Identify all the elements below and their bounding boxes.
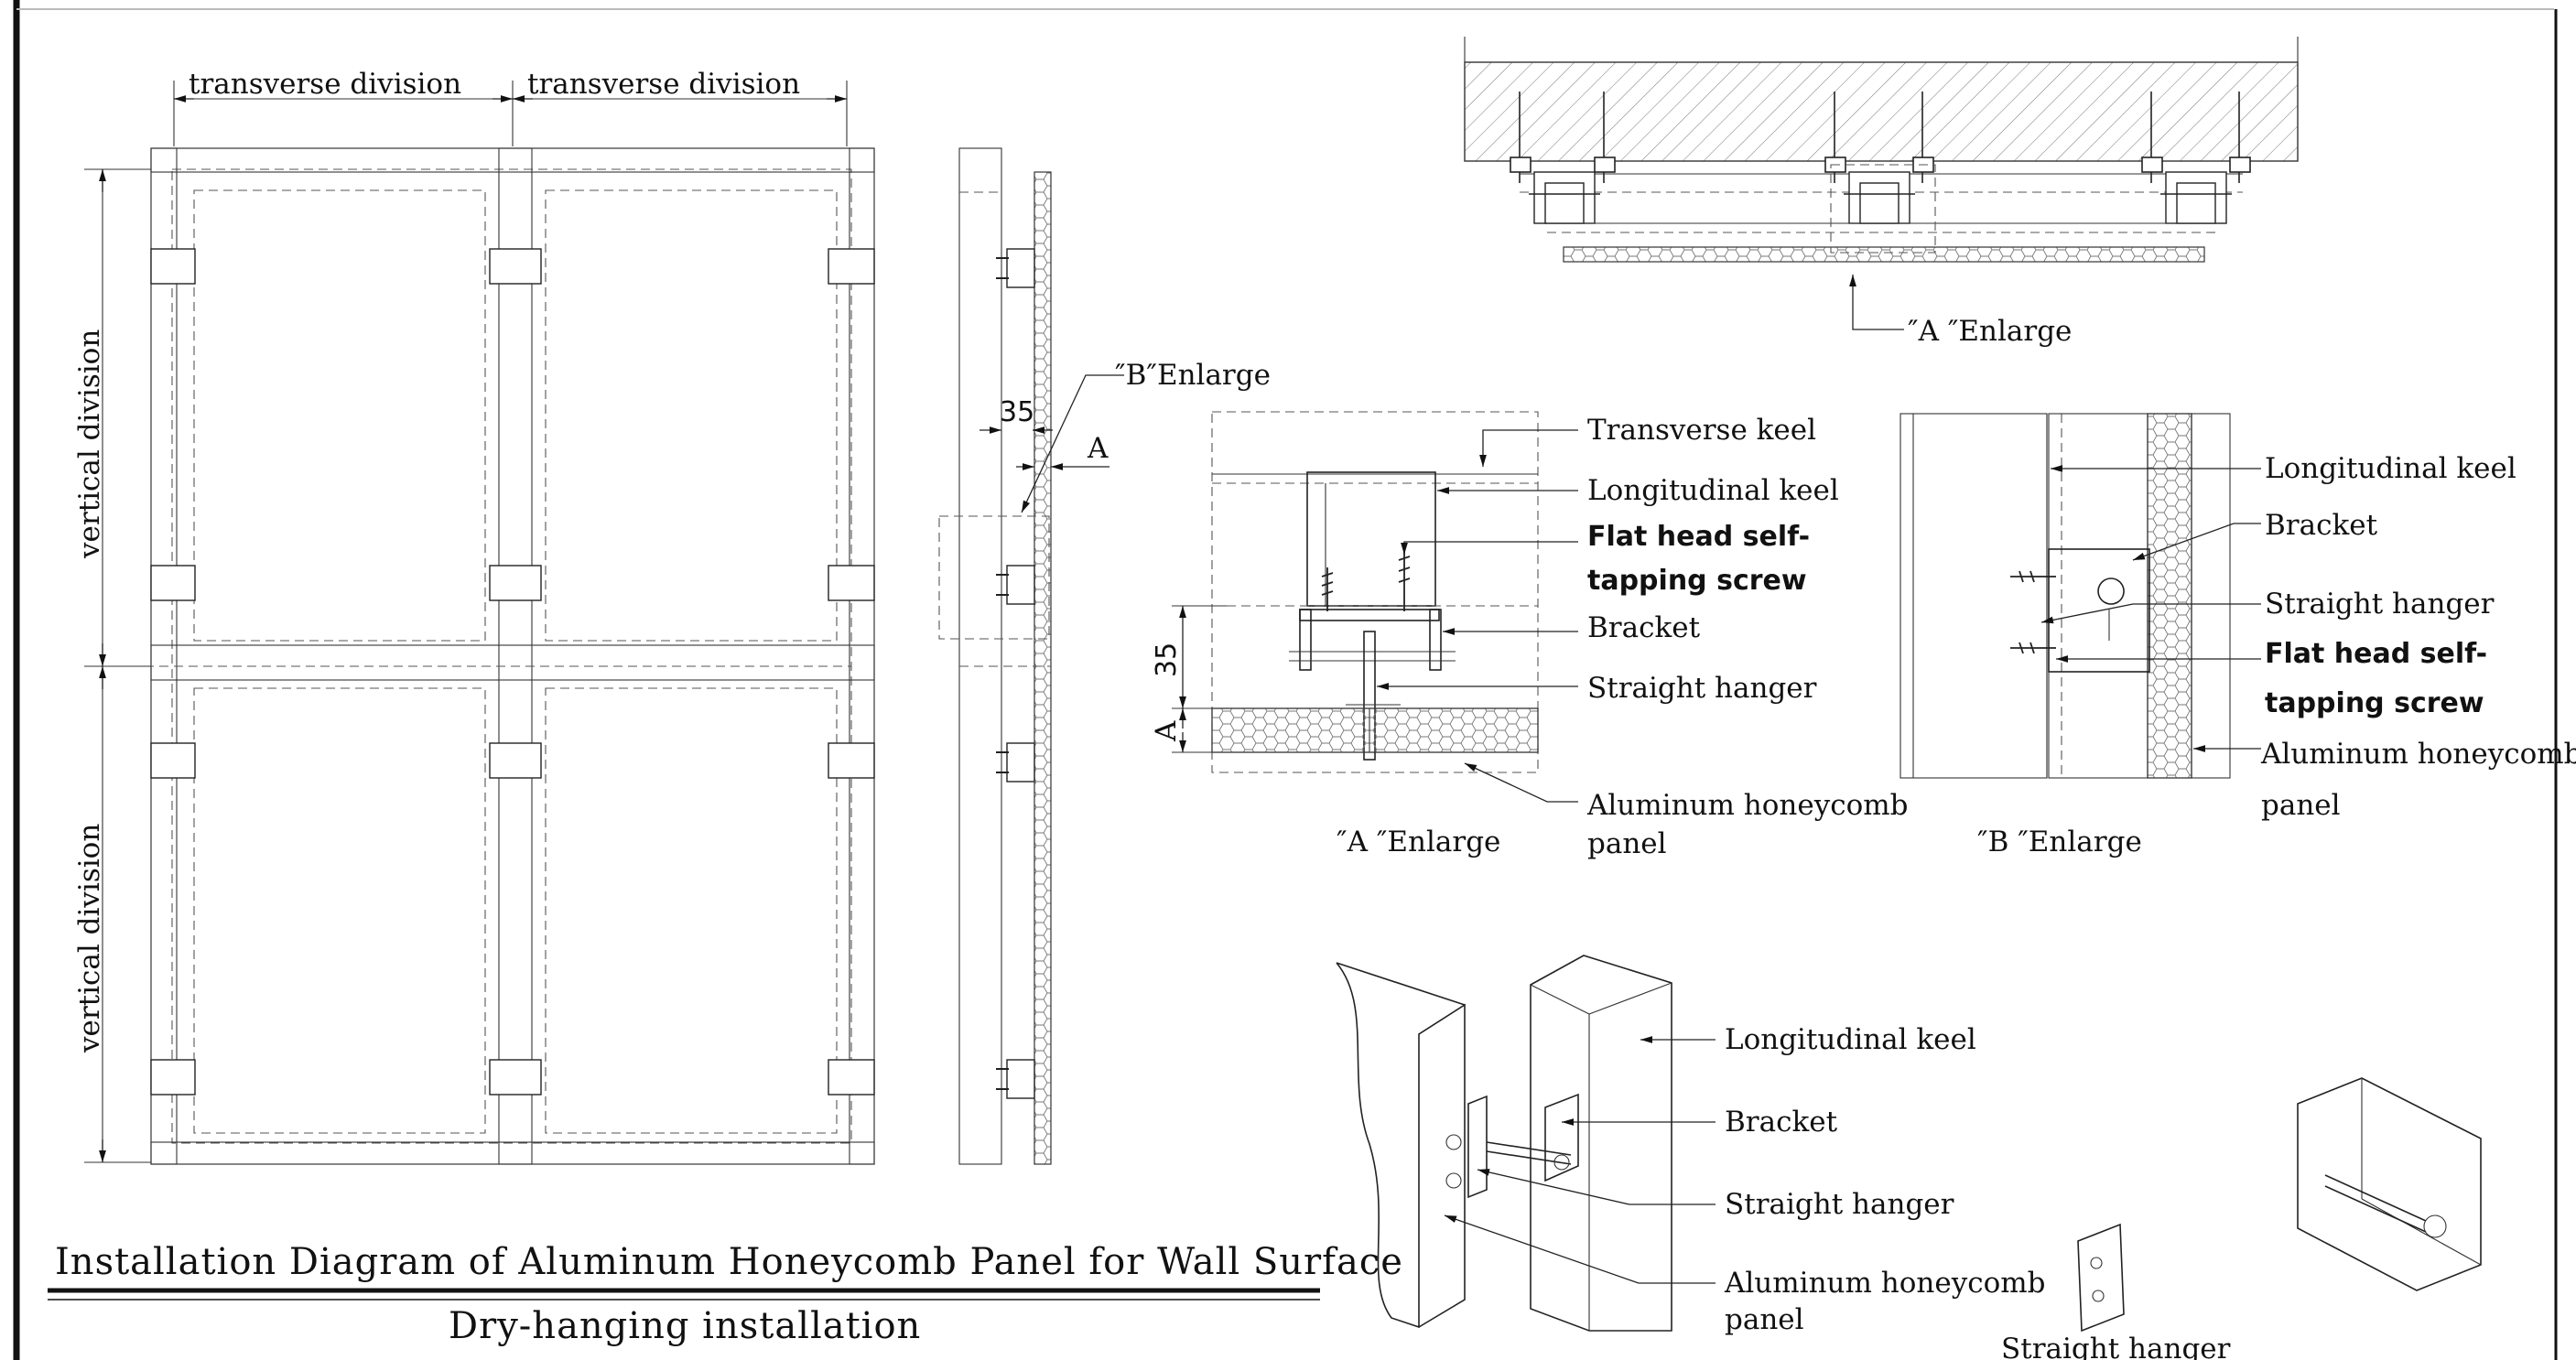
detail-a-label-longitudinal-keel: Longitudinal keel	[1587, 474, 1839, 507]
wall-elevation: transverse division transverse division …	[73, 68, 875, 1165]
title-block: Installation Diagram of Aluminum Honeyco…	[48, 1241, 1403, 1347]
detail-b-enlarge: Longitudinal keel Bracket Straight hange…	[1900, 413, 2576, 858]
sheet-frame	[13, 0, 2558, 1360]
detail-a-label-panel-line1: Aluminum honeycomb	[1586, 789, 1908, 822]
detail-b-label-bracket: Bracket	[2265, 509, 2378, 542]
side-dimension-label-upper: vertical division	[73, 329, 106, 559]
detail-a-caption: ″A ″Enlarge	[1337, 826, 1500, 858]
detail-b-label-screw-line2: tapping screw	[2265, 687, 2484, 719]
detail-b-label-screw-line1: Flat head self-	[2265, 638, 2487, 670]
detail-a-dimension-35: 35	[1151, 642, 1183, 677]
detail-b-label-longitudinal-keel: Longitudinal keel	[2265, 452, 2516, 485]
a-enlarge-callout: ″A ″Enlarge	[1908, 315, 2072, 348]
ceiling-section: ″A ″Enlarge	[1464, 37, 2299, 348]
iso-label-panel-line2: panel	[1725, 1303, 1804, 1336]
section-dimension-a: A	[1087, 432, 1109, 465]
detail-b-caption: ″B ″Enlarge	[1977, 826, 2142, 858]
detail-b-label-panel-line2: panel	[2261, 789, 2341, 822]
isometric-view: Longitudinal keel Bracket Straight hange…	[1336, 955, 2482, 1360]
sub-title: Dry-hanging installation	[449, 1305, 921, 1347]
side-section: 35 A ″B″Enlarge	[938, 147, 1271, 1165]
detail-a-dimension-a: A	[1150, 720, 1183, 742]
side-dimension-label-lower: vertical division	[73, 824, 106, 1053]
detail-a-label-screw-line1: Flat head self-	[1587, 521, 1810, 553]
top-dimension-label-right: transverse division	[527, 68, 800, 101]
detail-a-label-screw-line2: tapping screw	[1587, 565, 1807, 597]
detail-b-label-panel-line1: Aluminum honeycomb	[2260, 738, 2576, 771]
b-enlarge-callout: ″B″Enlarge	[1115, 359, 1271, 392]
detail-b-label-straight-hanger: Straight hanger	[2265, 588, 2495, 621]
elevation-brackets	[150, 248, 875, 1096]
section-dimension-35: 35	[1000, 396, 1034, 428]
iso-label-straight-hanger: Straight hanger	[1725, 1188, 1954, 1221]
top-dimension-label-left: transverse division	[189, 68, 461, 101]
detail-a-label-transverse-keel: Transverse keel	[1587, 414, 1816, 447]
detail-a-label-bracket: Bracket	[1587, 611, 1701, 644]
iso-label-bracket: Bracket	[1725, 1106, 1838, 1139]
iso-label-longitudinal-keel: Longitudinal keel	[1725, 1023, 1976, 1056]
main-title: Installation Diagram of Aluminum Honeyco…	[55, 1241, 1403, 1283]
detail-a-label-straight-hanger: Straight hanger	[1587, 672, 1817, 705]
detail-a-enlarge: 35 A Transverse keel Longitudinal keel F…	[1150, 411, 1908, 860]
iso-hanger-caption: Straight hanger	[2001, 1333, 2231, 1360]
detail-a-label-panel-line2: panel	[1587, 827, 1667, 860]
iso-label-panel-line1: Aluminum honeycomb	[1724, 1267, 2045, 1300]
